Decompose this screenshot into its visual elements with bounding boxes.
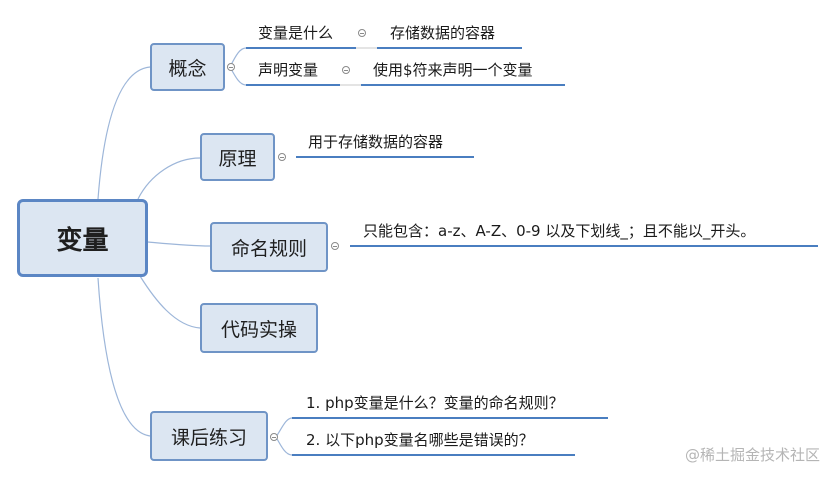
collapse-concept-term-1-icon[interactable] [358, 29, 366, 37]
connector-root-naming [147, 241, 211, 247]
collapse-exercise-icon[interactable] [270, 433, 278, 441]
branch-naming[interactable]: 命名规则 [210, 222, 328, 272]
concept-term-1[interactable]: 变量是什么 [258, 24, 334, 42]
watermark: @稀土掘金技术社区 [684, 446, 820, 464]
collapse-naming-icon[interactable] [331, 242, 339, 250]
connector-root-concept [97, 66, 151, 200]
connector-exercise-item2 [275, 436, 293, 456]
exercise-item-1[interactable]: 1. php变量是什么？变量的命名规则？ [306, 394, 564, 412]
collapse-principle-icon[interactable] [278, 153, 286, 161]
branch-exercise[interactable]: 课后练习 [150, 411, 268, 461]
connector-root-practice [139, 275, 201, 329]
concept-detail-1[interactable]: 存储数据的容器 [390, 24, 496, 42]
collapse-concept-icon[interactable] [227, 63, 235, 71]
concept-detail-2[interactable]: 使用$符来声明一个变量 [373, 61, 533, 79]
concept-term-2[interactable]: 声明变量 [258, 61, 319, 79]
exercise-item-2[interactable]: 2. 以下php变量名哪些是错误的？ [306, 431, 534, 449]
branch-practice[interactable]: 代码实操 [200, 303, 318, 353]
connector-exercise-item1 [275, 417, 293, 438]
branch-concept[interactable]: 概念 [150, 43, 225, 91]
root-node[interactable]: 变量 [17, 199, 148, 277]
collapse-concept-term-2-icon[interactable] [342, 66, 350, 74]
branch-principle[interactable]: 原理 [200, 133, 275, 181]
connector-root-principle [137, 157, 201, 200]
naming-detail[interactable]: 只能包含：a-z、A-Z、0-9 以及下划线_；且不能以_开头。 [363, 222, 756, 240]
connector-root-exercise [97, 277, 151, 437]
principle-detail[interactable]: 用于存储数据的容器 [308, 133, 444, 151]
